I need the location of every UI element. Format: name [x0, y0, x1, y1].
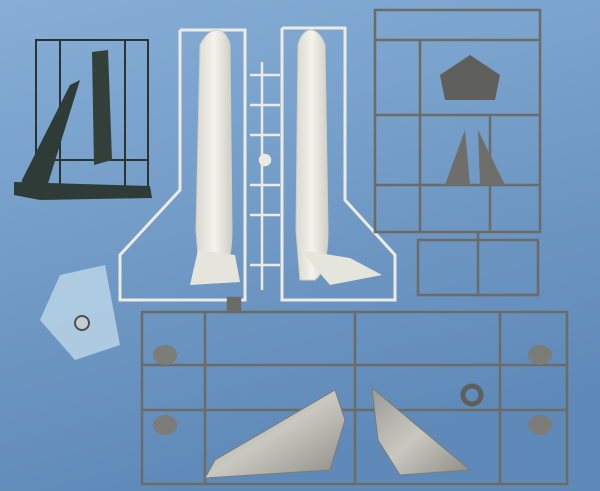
- grey-sprue-lower: [140, 296, 569, 486]
- tail-cone-right: [300, 250, 382, 285]
- stabilizer-left-part: [445, 130, 470, 185]
- white-sprue-left: [118, 28, 247, 302]
- wing-left-part: [204, 389, 346, 479]
- metal-screw-part: [74, 315, 90, 331]
- stabilizer-right-part: [478, 130, 505, 185]
- fuselage-half-left: [195, 29, 233, 281]
- tail-fin-part: [20, 80, 80, 195]
- fuselage-half-right: [295, 29, 329, 281]
- stand-base-part: [14, 182, 152, 200]
- white-center-sprue: [250, 62, 280, 290]
- plastic-bag: [40, 265, 120, 360]
- tail-cone-left: [190, 250, 240, 285]
- cockpit-nose-part: [440, 55, 500, 100]
- engine-part: [528, 345, 552, 365]
- engine-part: [528, 415, 552, 435]
- engine-part: [153, 345, 177, 365]
- engine-part: [153, 415, 177, 435]
- ring-part: [460, 383, 484, 407]
- wing-right-part: [371, 386, 472, 476]
- white-sprue-right: [280, 26, 397, 302]
- stand-post-part: [92, 50, 112, 165]
